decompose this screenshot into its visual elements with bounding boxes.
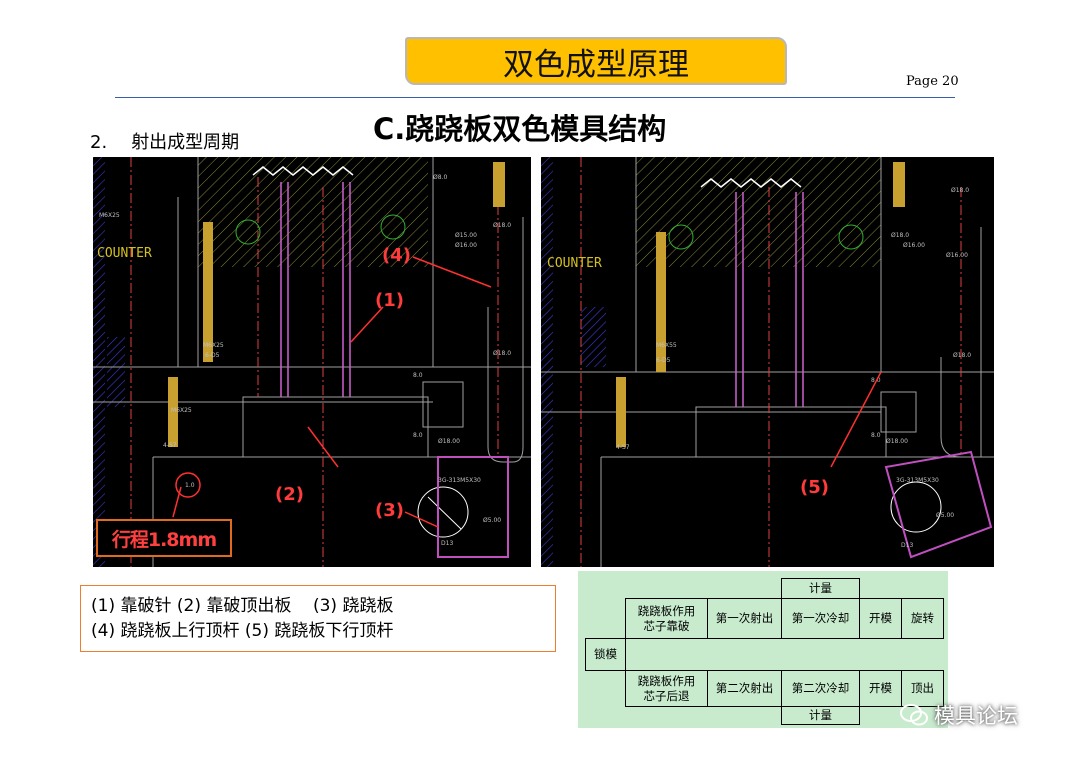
section-number: 2. bbox=[90, 132, 108, 153]
callout-4: (4) bbox=[382, 245, 411, 266]
dim-label: M6X25 bbox=[99, 212, 120, 219]
dim-label: Ø5.00 bbox=[483, 517, 501, 524]
legend-line-2: (4) 跷跷板上行顶杆 (5) 跷跷板下行顶杆 bbox=[91, 621, 394, 641]
dim-label: D13 bbox=[901, 542, 913, 549]
row2-step-3: 第二次冷却 bbox=[781, 670, 860, 707]
dim-label: 3G-313M5X30 bbox=[896, 477, 939, 484]
page-number: Page 20 bbox=[906, 74, 959, 89]
dim-label: 1.0 bbox=[185, 482, 195, 489]
callout-5: (5) bbox=[800, 477, 829, 498]
dim-label: D13 bbox=[441, 540, 453, 547]
dim-label: Ø18.0 bbox=[493, 350, 511, 357]
section-label: 射出成型周期 bbox=[131, 132, 240, 153]
mold-drawing-right: COUNTER Ø18.0 Ø18.0 Ø18.0 Ø18.00 Ø16.00 … bbox=[541, 157, 994, 567]
dim-label: 6-D5 bbox=[656, 357, 671, 364]
dim-label: 6-D5 bbox=[205, 352, 220, 359]
dim-label: Ø18.0 bbox=[953, 352, 971, 359]
counter-label: COUNTER bbox=[547, 256, 602, 271]
dim-label: Ø18.0 bbox=[493, 222, 511, 229]
watermark-text: 模具论坛 bbox=[934, 704, 1018, 728]
dim-label: M6X55 bbox=[656, 342, 677, 349]
dim-label: M6X25 bbox=[203, 342, 224, 349]
watermark: 模具论坛 bbox=[900, 700, 1018, 730]
row1-step-1: 跷跷板作用 芯子靠破 bbox=[625, 598, 708, 639]
dim-label: Ø15.00 bbox=[455, 232, 477, 239]
dim-label: 3G-313M5X30 bbox=[438, 477, 481, 484]
dim-label: 8.0 bbox=[413, 372, 423, 379]
dim-label: 4-S7 bbox=[163, 442, 177, 449]
dim-label: 8.0 bbox=[413, 432, 423, 439]
row2-step-5: 顶出 bbox=[901, 670, 944, 707]
row2-step-2: 第二次射出 bbox=[707, 670, 782, 707]
legend-box: (1) 靠破针 (2) 靠破顶出板 (3) 跷跷板 (4) 跷跷板上行顶杆 (5)… bbox=[80, 585, 556, 652]
dim-label: Ø16.00 bbox=[455, 242, 477, 249]
row2-step-4: 开模 bbox=[859, 670, 902, 707]
dim-label: Ø18.00 bbox=[886, 438, 908, 445]
measure-bottom: 计量 bbox=[781, 706, 860, 725]
dim-label: Ø16.00 bbox=[946, 252, 968, 259]
dim-label: Ø18.0 bbox=[951, 187, 969, 194]
dim-label: Ø5.00 bbox=[936, 512, 954, 519]
wechat-icon bbox=[900, 704, 928, 726]
dim-label: Ø16.00 bbox=[903, 242, 925, 249]
stroke-length-label: 行程1.8mm bbox=[96, 519, 232, 557]
header-rule bbox=[115, 97, 955, 98]
counter-label: COUNTER bbox=[97, 246, 152, 261]
row1-step-4: 开模 bbox=[859, 598, 902, 639]
slide-subtitle: C.跷跷板双色模具结构 bbox=[373, 112, 667, 146]
banner-title: 双色成型原理 bbox=[405, 37, 787, 85]
dim-label: Ø18.00 bbox=[438, 438, 460, 445]
row2-step-1: 跷跷板作用 芯子后退 bbox=[625, 670, 708, 707]
mold-drawing-left: COUNTER Ø8.0 Ø15.00 Ø16.00 Ø18.0 Ø18.0 Ø… bbox=[93, 157, 531, 567]
dim-label: 8.0 bbox=[871, 432, 881, 439]
dim-label: Ø8.0 bbox=[433, 174, 447, 181]
dim-label: M6X25 bbox=[171, 407, 192, 414]
cycle-table: 计量 跷跷板作用 芯子靠破 第一次射出 第一次冷却 开模 旋转 锁模 跷跷板作用… bbox=[585, 578, 944, 725]
callout-1: (1) bbox=[375, 290, 404, 311]
measure-top: 计量 bbox=[781, 578, 860, 599]
row1-step-3: 第一次冷却 bbox=[781, 598, 860, 639]
dim-label: 4-S7 bbox=[616, 444, 630, 451]
section-heading: 2. 射出成型周期 bbox=[90, 128, 239, 154]
callout-2: (2) bbox=[275, 484, 304, 505]
row1-step-2: 第一次射出 bbox=[707, 598, 782, 639]
lock-mold-cell: 锁模 bbox=[585, 638, 626, 671]
callout-3: (3) bbox=[375, 500, 404, 521]
row1-step-5: 旋转 bbox=[901, 598, 944, 639]
legend-line-1: (1) 靠破针 (2) 靠破顶出板 (3) 跷跷板 bbox=[91, 596, 394, 616]
dim-label: Ø18.0 bbox=[891, 232, 909, 239]
